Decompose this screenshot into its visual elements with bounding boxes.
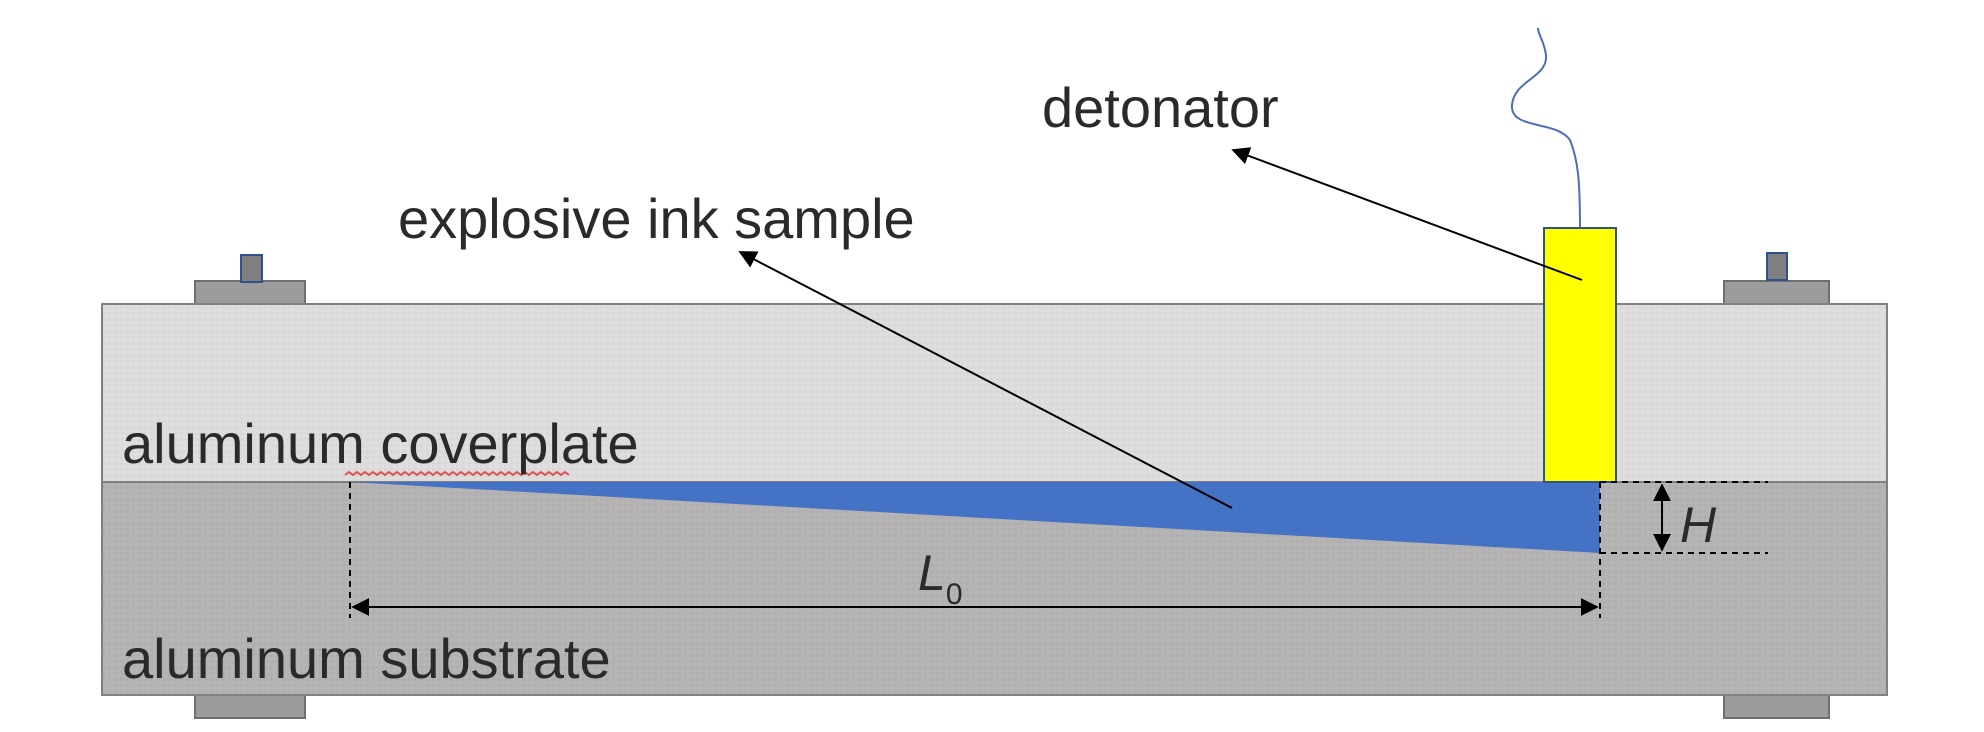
h-dimension-label: H — [1680, 497, 1717, 553]
l0-subscript: 0 — [946, 578, 963, 611]
explosive-ink-sample-label: explosive ink sample — [398, 187, 915, 250]
detonator-wire — [1510, 27, 1581, 229]
l0-symbol: L — [918, 545, 946, 601]
top-left-bolt — [240, 254, 263, 283]
spellcheck-underline — [344, 470, 570, 477]
ink-sample-leader-arrow — [738, 251, 1233, 509]
l0-dimension-label: L0 — [918, 545, 963, 611]
detonator-label: detonator — [1042, 76, 1279, 139]
bottom-right-clamp — [1723, 693, 1830, 719]
bottom-left-clamp — [194, 693, 306, 719]
aluminum-coverplate-label: aluminum coverplate — [122, 412, 639, 475]
top-right-clamp — [1723, 280, 1830, 306]
top-right-bolt — [1766, 252, 1788, 281]
top-left-clamp — [194, 280, 306, 306]
aluminum-substrate-label: aluminum substrate — [122, 627, 611, 690]
detonator-leader-arrow — [1231, 147, 1583, 281]
explosive-ink-wedge — [350, 482, 1600, 553]
detonator — [1543, 227, 1617, 483]
